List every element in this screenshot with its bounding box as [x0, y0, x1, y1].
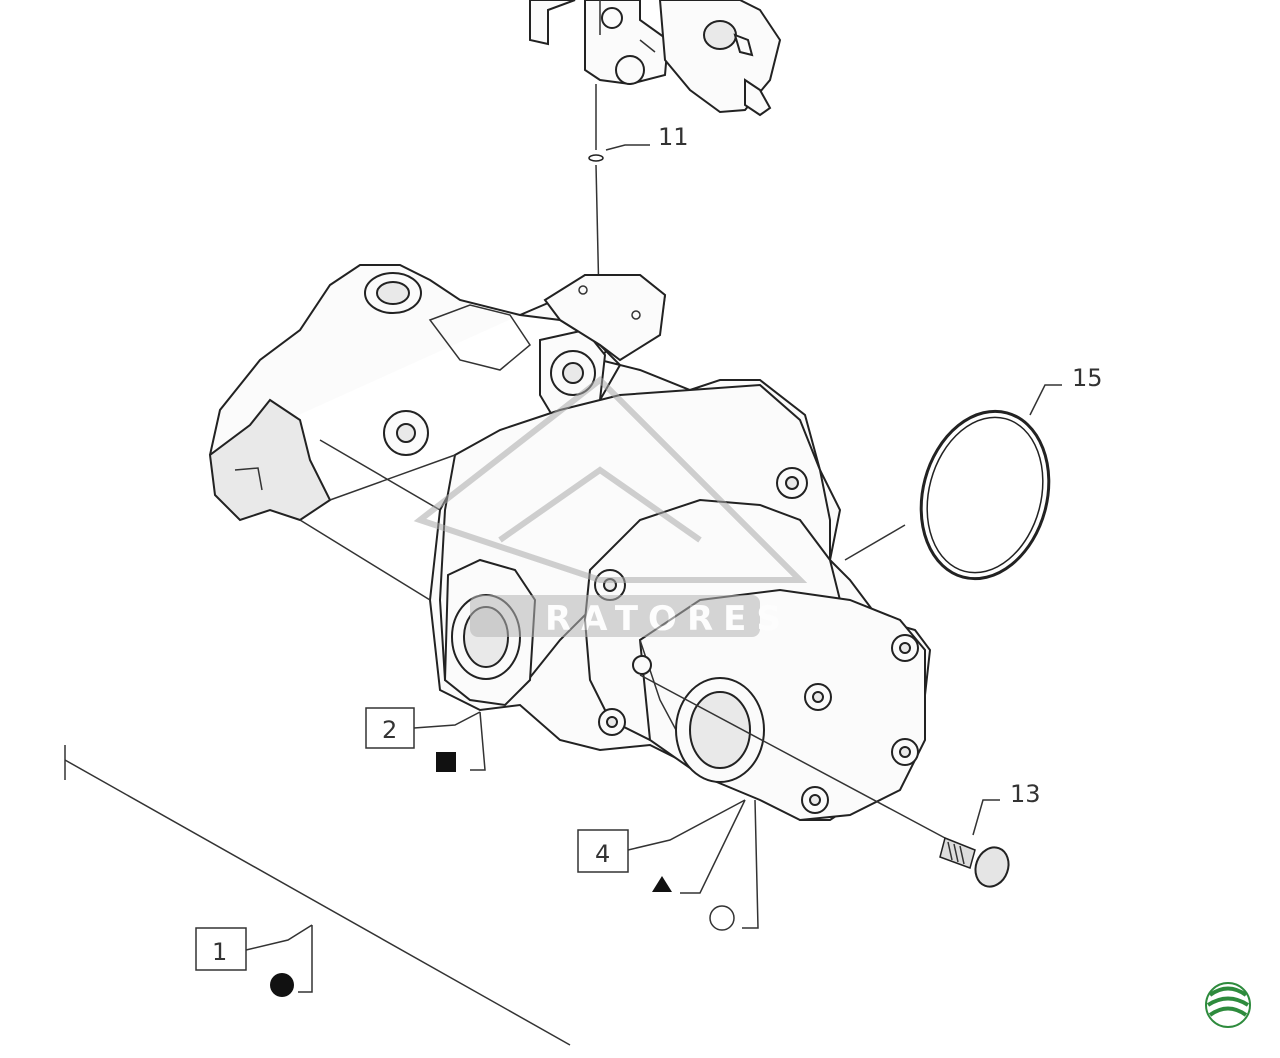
hydraulic-pump-body	[208, 264, 932, 822]
callout-1-group	[195, 924, 313, 997]
square-symbol	[436, 752, 456, 772]
triangle-symbol	[652, 876, 672, 892]
callout-2: 2	[382, 716, 397, 744]
assembly-bracket-line	[64, 745, 571, 1046]
callout-2-group	[365, 707, 486, 772]
filled-circle-symbol	[270, 973, 294, 997]
part-15-large-oring	[844, 384, 1062, 581]
control-valve-assembly	[529, 0, 782, 117]
circle-symbol	[709, 905, 735, 931]
callout-1: 1	[212, 938, 227, 966]
part-13-bolt	[639, 674, 1010, 888]
callout-4-group	[577, 799, 759, 931]
callout-15: 15	[1072, 364, 1103, 392]
callout-11: 11	[658, 123, 689, 151]
leaf-stripes-logo	[1205, 982, 1251, 1028]
watermark: RATORES	[413, 376, 808, 639]
callout-4: 4	[595, 840, 610, 868]
callout-13: 13	[1010, 780, 1041, 808]
watermark-text: RATORES	[545, 599, 791, 639]
